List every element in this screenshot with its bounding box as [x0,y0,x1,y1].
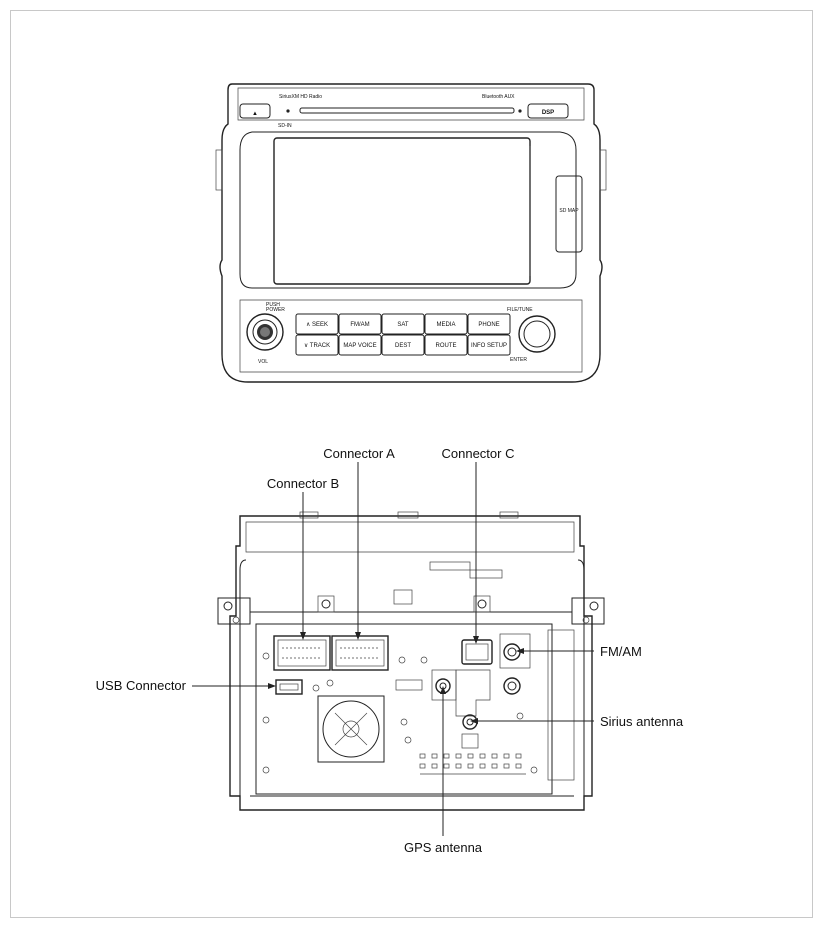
svg-text:DSP: DSP [542,110,554,116]
callout-lines [192,462,594,836]
panel-button[interactable] [424,313,468,335]
vent-slot [419,763,426,769]
eject-button[interactable] [239,103,271,119]
connector-a-label: Connector A [323,446,395,461]
vent-slot [443,753,450,759]
disc-slot [299,107,515,114]
connector-c [461,639,493,665]
vol-label: VOL [258,359,268,365]
gps-antenna-label: GPS antenna [404,840,483,855]
rear-panel [217,511,605,811]
vent-slot [515,753,522,759]
vent-slot [503,753,510,759]
vent-slot [515,763,522,769]
panel-button-label: ∨ TRACK [304,343,330,349]
connector-b [273,635,331,671]
panel-button[interactable] [381,334,425,356]
connector-a [331,635,389,671]
panel-button-label: ROUTE [436,343,457,349]
panel-button[interactable] [338,334,382,356]
panel-button-label: DEST [395,343,411,349]
vent-slots [419,753,522,769]
vent-slot [455,763,462,769]
enter-label: ENTER [510,357,527,363]
vent-slot [491,753,498,759]
panel-button-label: MEDIA [436,322,455,328]
panel-button-label: SAT [397,322,409,328]
brand-logos-right: Bluetooth AUX [482,94,515,100]
fm-am-jack [499,633,531,695]
gps-antenna-jack [431,669,457,701]
eject-icon: ▲ [252,111,258,117]
panel-button[interactable] [295,313,339,335]
vent-slot [491,763,498,769]
volume-knob[interactable] [246,313,284,351]
vent-slot [431,753,438,759]
figure-frame [10,10,813,918]
fm-am-label: FM/AM [600,644,642,659]
front-panel: ▲ DSP SiriusXM HD Radio Bluetooth AUX SD… [215,83,607,383]
dsp-button[interactable] [527,103,569,119]
panel-button-label: ∧ SEEK [306,322,328,328]
usb-connector-label: USB Connector [96,678,187,693]
panel-button-label: PHONE [478,322,499,328]
vent-slot [443,763,450,769]
vent-slot [479,763,486,769]
panel-button[interactable] [467,313,511,335]
vent-slot [467,753,474,759]
panel-button-label: FM/AM [350,322,369,328]
panel-button-label: MAP VOICE [343,343,376,349]
panel-button[interactable] [467,334,511,356]
vent-slot [455,753,462,759]
vent-slot [503,763,510,769]
cooling-fan [317,695,385,763]
vent-slot [467,763,474,769]
panel-button[interactable] [424,334,468,356]
sd-in-label: SD-IN [278,123,292,129]
connector-b-label: Connector B [267,476,339,491]
panel-button[interactable] [381,313,425,335]
panel-button-label: INFO SETUP [471,343,507,349]
panel-button[interactable] [338,313,382,335]
sd-map-label: SD MAP [559,208,579,214]
sd-map-slot[interactable] [555,175,583,253]
file-tune-label: FILE/TUNE [507,307,533,313]
vent-slot [431,763,438,769]
display-screen[interactable] [273,137,531,285]
sirius-antenna-label: Sirius antenna [600,714,684,729]
vent-slot [479,753,486,759]
connector-c-label: Connector C [442,446,515,461]
panel-button[interactable] [295,334,339,356]
file-tune-knob[interactable] [518,315,556,353]
sirius-antenna-jack [455,669,491,749]
usb-port [275,679,334,695]
vent-slot [419,753,426,759]
brand-logos-left: SiriusXM HD Radio [279,94,322,100]
button-grid: ∧ SEEK FM/AM SAT MEDIA PHONE ∨ TRACK MAP VOICE… [295,313,511,356]
